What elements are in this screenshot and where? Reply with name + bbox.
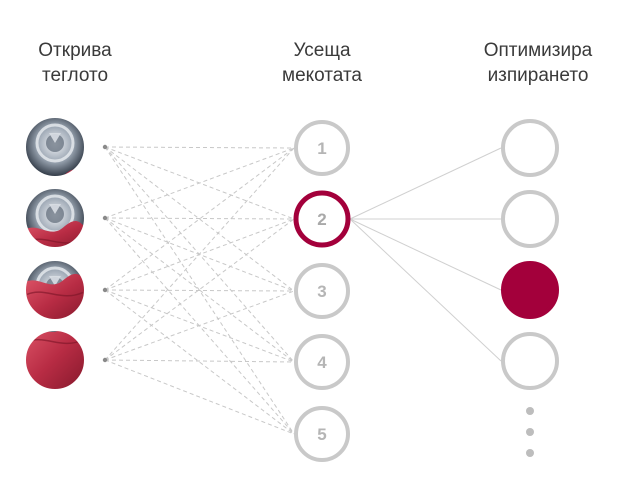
- softness-node-3: 3: [294, 263, 350, 319]
- dashed-connection-4-3: [104, 290, 295, 361]
- rinse-connection-3: [349, 218, 502, 291]
- weight-connector-dot: [102, 287, 108, 293]
- weight-connector-dot: [102, 144, 108, 150]
- load-weight-icon-3: [24, 259, 108, 321]
- softness-node-label: 3: [317, 282, 326, 301]
- more-outputs-ellipsis: [526, 407, 534, 457]
- dashed-connection-2-4: [104, 217, 295, 363]
- dashed-connection-3-5: [104, 289, 295, 435]
- softness-node-4: 4: [294, 334, 350, 390]
- rinse-node: [501, 332, 559, 390]
- column-title-softness: Усеща мекотата: [282, 40, 362, 86]
- dashed-connection-4-5: [104, 359, 295, 435]
- softness-node-2: 2: [293, 190, 351, 248]
- weight-to-softness-connections: [104, 146, 295, 435]
- column-title-rinse: Оптимизира изпирането: [483, 40, 593, 86]
- load-weight-icon-1: [24, 116, 108, 178]
- softness-to-rinse-connections: [349, 147, 502, 362]
- weight-connector-dot: [102, 215, 108, 221]
- rinse-node: [501, 119, 559, 177]
- softness-node-ring-active: [293, 190, 351, 248]
- softness-node-5: 5: [294, 406, 350, 462]
- softness-node-ring: [294, 263, 350, 319]
- softness-column: 1 2 3 4 5: [293, 120, 351, 462]
- rinse-node: [501, 190, 559, 248]
- softness-node-1: 1: [294, 120, 350, 176]
- dashed-connection-4-1: [104, 147, 295, 361]
- rinse-connection-4: [349, 218, 502, 362]
- rinse-column: [501, 119, 559, 390]
- weight-connector-dot: [102, 357, 108, 363]
- softness-node-label: 4: [317, 353, 327, 372]
- ellipsis-dot-1: [526, 407, 534, 415]
- dashed-connection-4-2: [104, 218, 295, 361]
- dashed-connection-1-3: [104, 146, 295, 292]
- dashed-connection-3-1: [104, 147, 295, 291]
- softness-node-ring: [294, 334, 350, 390]
- ellipsis-dot-2: [526, 428, 534, 436]
- dashed-connection-2-1: [104, 147, 295, 219]
- load-weight-icon-2: [24, 187, 108, 249]
- load-weight-icon-4: [24, 329, 108, 391]
- dashed-connection-1-1: [104, 146, 295, 149]
- dashed-connection-2-2: [104, 217, 295, 220]
- rinse-node-active: [501, 261, 559, 319]
- dashed-connection-3-3: [104, 289, 295, 292]
- ellipsis-dot-3: [526, 449, 534, 457]
- softness-node-label: 1: [317, 139, 326, 158]
- softness-node-label: 2: [317, 210, 326, 229]
- rinse-connection-1: [349, 147, 502, 220]
- column-title-weight: Открива теглото: [38, 40, 112, 86]
- softness-node-ring: [294, 406, 350, 462]
- softness-node-ring: [294, 120, 350, 176]
- weight-column: [24, 116, 108, 391]
- dashed-connection-4-4: [104, 359, 295, 363]
- softness-node-label: 5: [317, 425, 326, 444]
